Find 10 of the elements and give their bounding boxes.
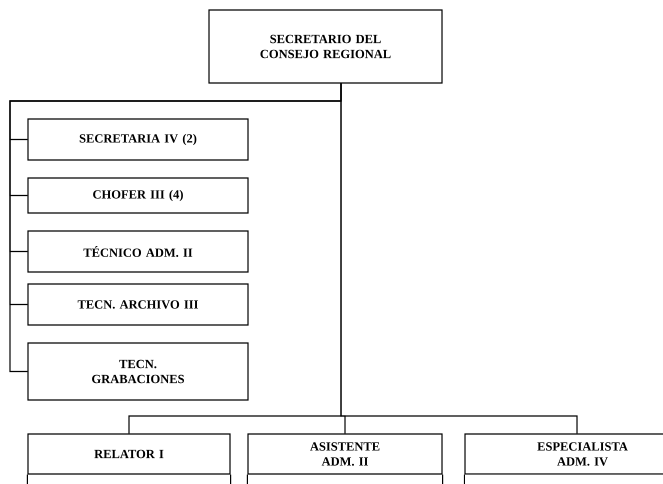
staff-box: CHOFER III (4) [27, 177, 249, 214]
staff-box: TECN. ARCHIVO III [27, 283, 249, 326]
head-box: SECRETARIO DEL CONSEJO REGIONAL [208, 9, 443, 84]
staff-box: TÉCNICO ADM. II [27, 230, 249, 273]
connector-line [340, 84, 578, 434]
staff-box: SECRETARIA IV (2) [27, 118, 249, 161]
unit-box: RELATOR I [26, 433, 232, 484]
unit-box: ESPECIALISTA ADM. IV [464, 433, 663, 484]
unit-box: ASISTENTE ADM. II [246, 433, 444, 484]
staff-box: TECN. GRABACIONES [27, 342, 249, 401]
